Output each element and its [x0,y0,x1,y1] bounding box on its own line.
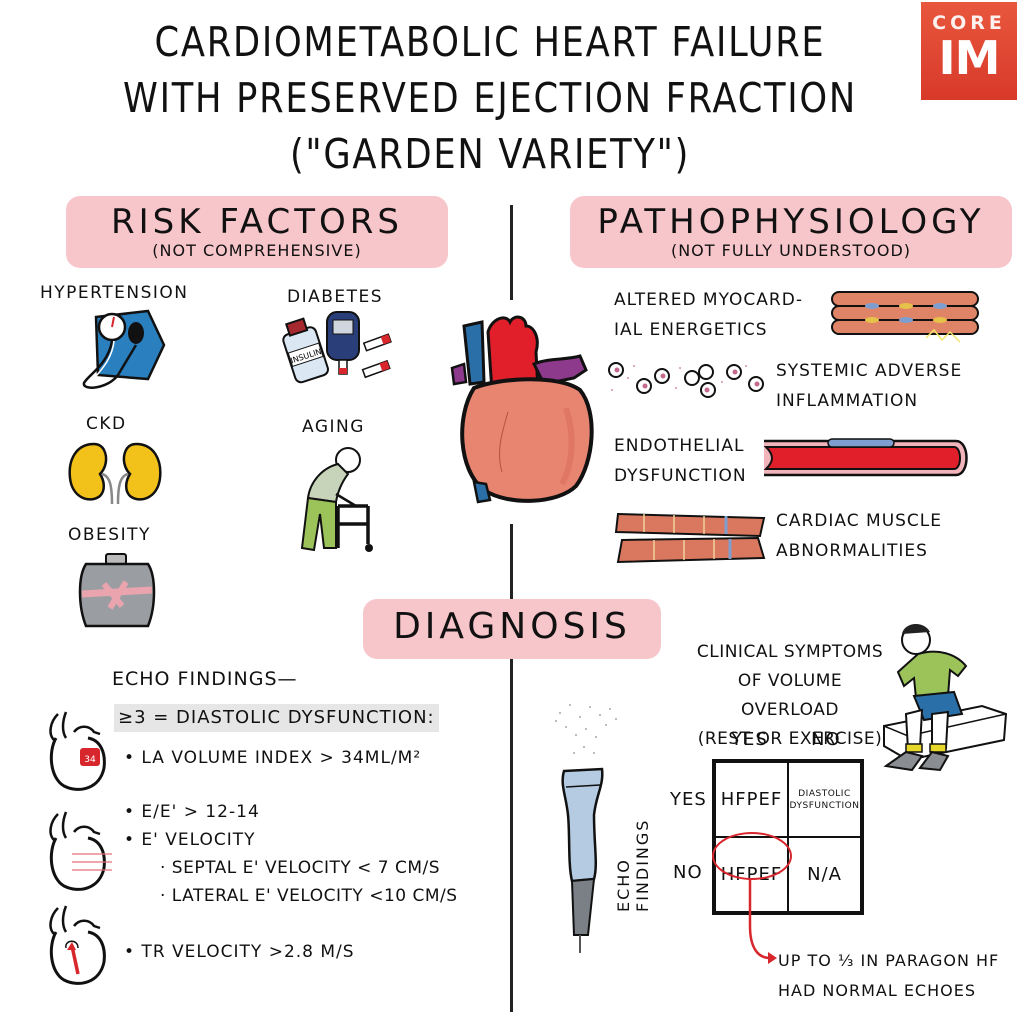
patho-item-cardiac-muscle: Cardiac muscle abnormalities [776,511,943,561]
insulin-glucometer-icon: INSULIN [282,311,392,384]
clinical-symptoms-header: Clinical symptoms of volume overload (re… [696,642,884,749]
paragon-note: Up to ⅓ in PARAGON HF had normal echoes [778,951,1000,1000]
echo-findings-header: Echo findings— [112,668,298,690]
heart-la-volume-icon: 34 [49,711,106,791]
patho-item-inflammation: Systemic adverse inflammation [776,361,963,411]
echo-axis-label: Echo findings [614,818,652,912]
pathophysiology-header: Pathophysiology (Not fully understood) [570,196,1012,268]
matrix-cell-yes-yes: HFpEF [715,762,788,837]
logo-line-2: IM [938,31,1001,85]
criterion-e-over-e-prime: • E/e' > 12-14 [124,802,260,822]
pathophysiology-subtitle: (Not fully understood) [670,241,912,260]
patient-sitting-icon [883,623,1008,772]
matrix-cell-yes-no: Diastolic dysfunction [788,762,861,837]
risk-factors-subtitle: (Not comprehensive) [152,241,362,260]
blood-pressure-cuff-icon [82,309,166,389]
criterion-e-prime-velocity: • e' Velocity [124,830,256,850]
criterion-la-volume: • LA Volume Index > 34mL/m² [124,748,422,768]
anatomical-heart-icon [450,315,594,504]
elderly-walker-icon [300,447,373,552]
kidneys-icon [68,442,162,505]
scale-tape-measure-icon [78,553,156,628]
patho-item-endothelial: Endothelial dysfunction [614,436,747,486]
row-label-yes: YES [670,789,707,810]
heart-tissue-doppler-icon [49,811,112,891]
heart-tr-jet-icon [49,905,106,985]
core-im-logo: CORE IM [921,2,1017,100]
risk-label-hypertension: Hypertension [40,283,189,303]
hfpef-highlight-circle [712,832,792,880]
divider-top [510,205,513,300]
criterion-lateral-velocity: · Lateral e' velocity <10 cm/s [160,886,458,906]
ultrasound-probe-icon [555,704,617,953]
criterion-septal-velocity: · Septal e' velocity < 7 cm/s [160,858,441,878]
divider-middle [510,524,513,599]
blood-vessel-icon [763,438,968,477]
col-label-no: NO [811,729,841,750]
cardiac-muscle-icon [614,512,766,564]
page-title: Cardiometabolic Heart Failure with Prese… [120,14,860,182]
title-line-3: ("Garden Variety") [289,130,691,178]
pathophysiology-title: Pathophysiology [597,202,985,242]
diastolic-criteria: ≥3 = Diastolic dysfunction: [114,704,439,732]
row-label-no: NO [673,862,703,883]
logo-line-1: CORE [932,12,1006,34]
matrix-cell-no-no: N/A [788,837,861,912]
criterion-tr-velocity: • TR velocity >2.8 m/s [124,942,355,962]
muscle-fiber-icon [831,291,979,343]
risk-label-ckd: CKD [86,414,127,434]
diagnosis-title: Diagnosis [393,606,631,647]
red-arrow-icon [748,878,777,964]
risk-factors-title: Risk Factors [111,202,403,242]
diagnosis-header: Diagnosis [363,599,661,659]
patho-item-energetics: Altered myocard- ial energetics [614,290,803,340]
divider-bottom [510,659,513,1012]
col-label-yes: YES [731,729,768,750]
risk-label-diabetes: Diabetes [287,287,384,307]
title-line-2: with Preserved Ejection Fraction [122,74,857,122]
risk-factors-header: Risk Factors (Not comprehensive) [66,196,448,268]
risk-label-aging: Aging [302,417,365,437]
inflammatory-cells-icon [608,362,764,398]
svg-text:34: 34 [84,755,96,765]
title-line-1: Cardiometabolic Heart Failure [154,18,826,66]
risk-label-obesity: Obesity [68,525,151,545]
